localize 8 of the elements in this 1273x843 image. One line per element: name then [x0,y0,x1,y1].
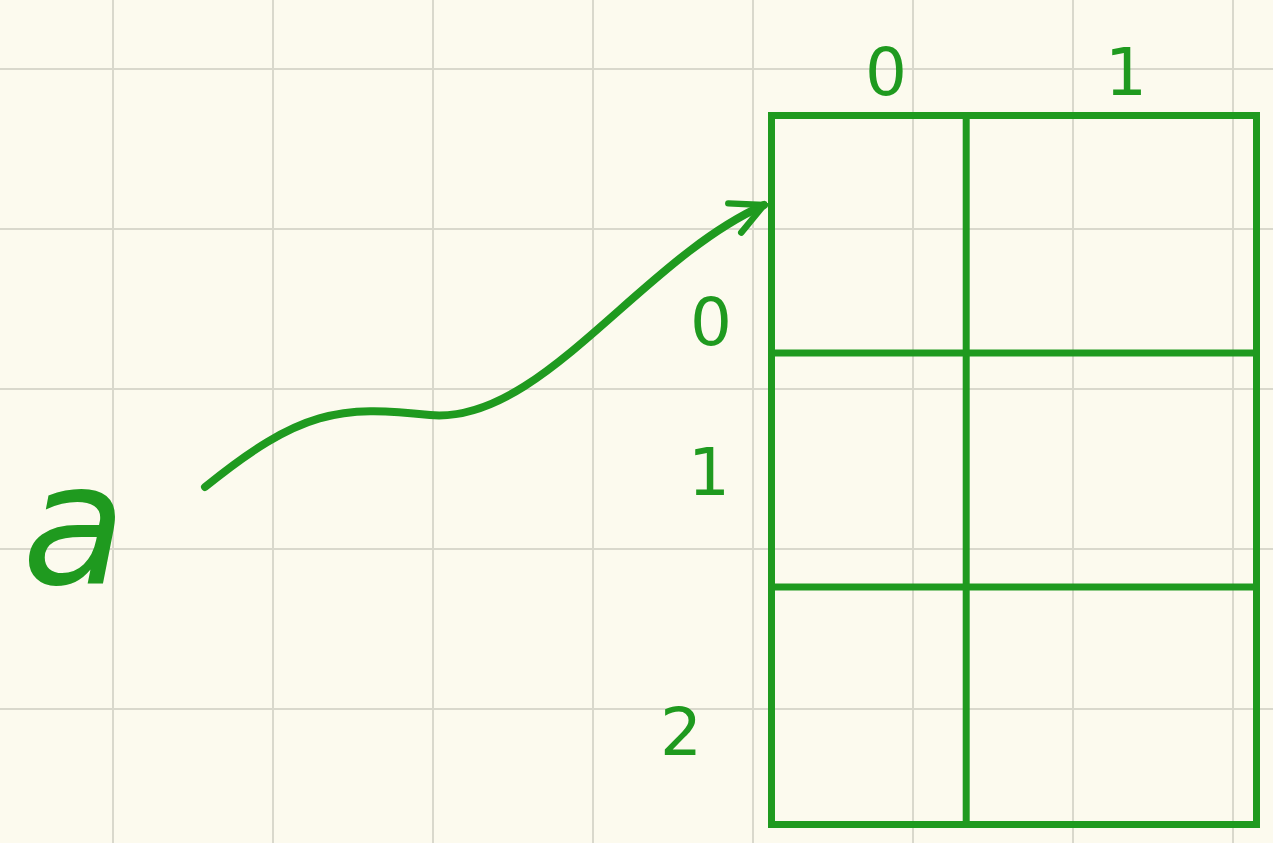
array-grid [768,112,1260,828]
column-index: 0 [865,40,907,106]
variable-name: a [22,440,127,610]
curved-arrow [201,201,768,491]
row-index: 1 [688,440,730,506]
row-index: 2 [660,700,702,766]
column-index: 1 [1105,40,1147,106]
row-index: 0 [690,290,732,356]
